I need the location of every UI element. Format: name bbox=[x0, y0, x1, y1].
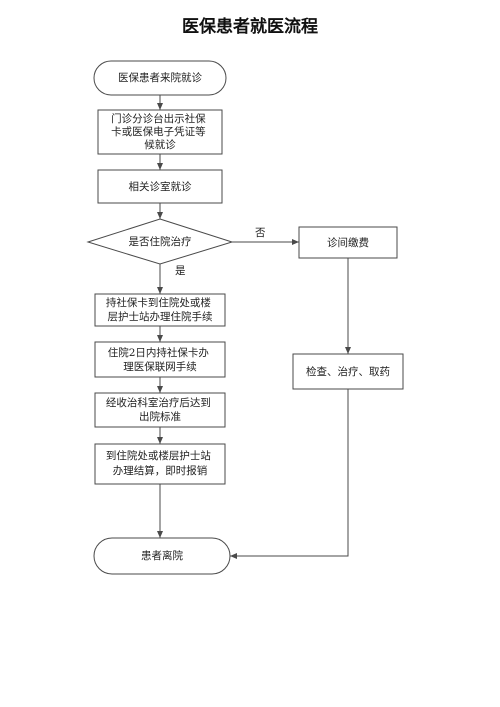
checkout-node: 到住院处或楼层护士站 办理结算，即时报销 bbox=[94, 443, 226, 485]
end-node: 患者离院 bbox=[93, 537, 231, 575]
outpatient-fee-node-line: 诊间缴费 bbox=[327, 236, 369, 249]
treatment-node-line: 出院标准 bbox=[139, 410, 181, 423]
registration-node-line: 候就诊 bbox=[144, 138, 176, 151]
insurance-network-node-line: 住院2日内持社保卡办 bbox=[108, 346, 210, 359]
svg-text:是否住院治疗: 是否住院治疗 bbox=[129, 235, 192, 248]
page-title: 医保患者就医流程 bbox=[182, 17, 318, 37]
svg-text:持社保卡到住院处或楼 层护士站办理住院手续: 持社保卡到住院处或楼 层护士站办理住院手续 bbox=[106, 296, 214, 323]
decision-node: 是否住院治疗 bbox=[86, 218, 234, 265]
consultation-node-line: 相关诊室就诊 bbox=[129, 180, 192, 193]
outpatient-fee-node: 诊间缴费 bbox=[298, 226, 398, 259]
registration-node-line: 门诊分诊台出示社保 bbox=[111, 112, 206, 125]
checkout-node-line: 到住院处或楼层护士站 bbox=[106, 449, 211, 462]
checkout-node-line: 办理结算，即时报销 bbox=[113, 464, 208, 477]
insurance-network-node-line: 理医保联网手续 bbox=[123, 360, 197, 373]
insurance-network-node: 住院2日内持社保卡办 理医保联网手续 bbox=[94, 341, 226, 378]
svg-text:门诊分诊台出示社保 卡或医保电子凭证等: 门诊分诊台出示社保 卡或医保电子凭证等 候就诊 bbox=[111, 112, 209, 151]
admission-node-line: 持社保卡到住院处或楼 bbox=[106, 296, 211, 309]
edge-label-yes: 是 bbox=[175, 265, 186, 277]
svg-text:住院2日内持社保卡办 理医保联网手续: 住院2日内持社保卡办 理医保联网手续 bbox=[108, 346, 213, 373]
svg-text:医保患者来院就诊: 医保患者来院就诊 bbox=[118, 71, 202, 84]
start-node: 医保患者来院就诊 bbox=[93, 60, 227, 96]
svg-text:检查、治疗、取药: 检查、治疗、取药 bbox=[306, 365, 390, 378]
svg-text:诊间缴费: 诊间缴费 bbox=[327, 236, 369, 249]
treatment-node: 经收治科室治疗后达到 出院标准 bbox=[94, 392, 226, 428]
registration-node-line: 卡或医保电子凭证等 bbox=[111, 125, 206, 138]
svg-text:经收治科室治疗后达到 出院标准: 经收治科室治疗后达到 出院标准 bbox=[106, 396, 214, 423]
start-node-line: 医保患者来院就诊 bbox=[118, 71, 202, 84]
admission-node-line: 层护士站办理住院手续 bbox=[108, 310, 213, 323]
exam-node: 检查、治疗、取药 bbox=[292, 353, 404, 390]
consultation-node: 相关诊室就诊 bbox=[97, 169, 223, 204]
decision-node-line: 是否住院治疗 bbox=[129, 235, 192, 248]
end-node-line: 患者离院 bbox=[141, 549, 183, 562]
admission-node: 持社保卡到住院处或楼 层护士站办理住院手续 bbox=[94, 293, 226, 327]
edge-exam-end bbox=[230, 389, 349, 559]
svg-text:相关诊室就诊: 相关诊室就诊 bbox=[129, 180, 192, 193]
svg-text:患者离院: 患者离院 bbox=[141, 549, 183, 562]
treatment-node-line: 经收治科室治疗后达到 bbox=[106, 396, 211, 409]
exam-node-line: 检查、治疗、取药 bbox=[306, 365, 390, 378]
svg-text:到住院处或楼层护士站 办理结算，即时报销: 到住院处或楼层护士站 办理结算，即时报销 bbox=[106, 449, 214, 477]
registration-node: 门诊分诊台出示社保 卡或医保电子凭证等 候就诊 bbox=[97, 109, 223, 155]
edge-label-no: 否 bbox=[255, 227, 266, 239]
